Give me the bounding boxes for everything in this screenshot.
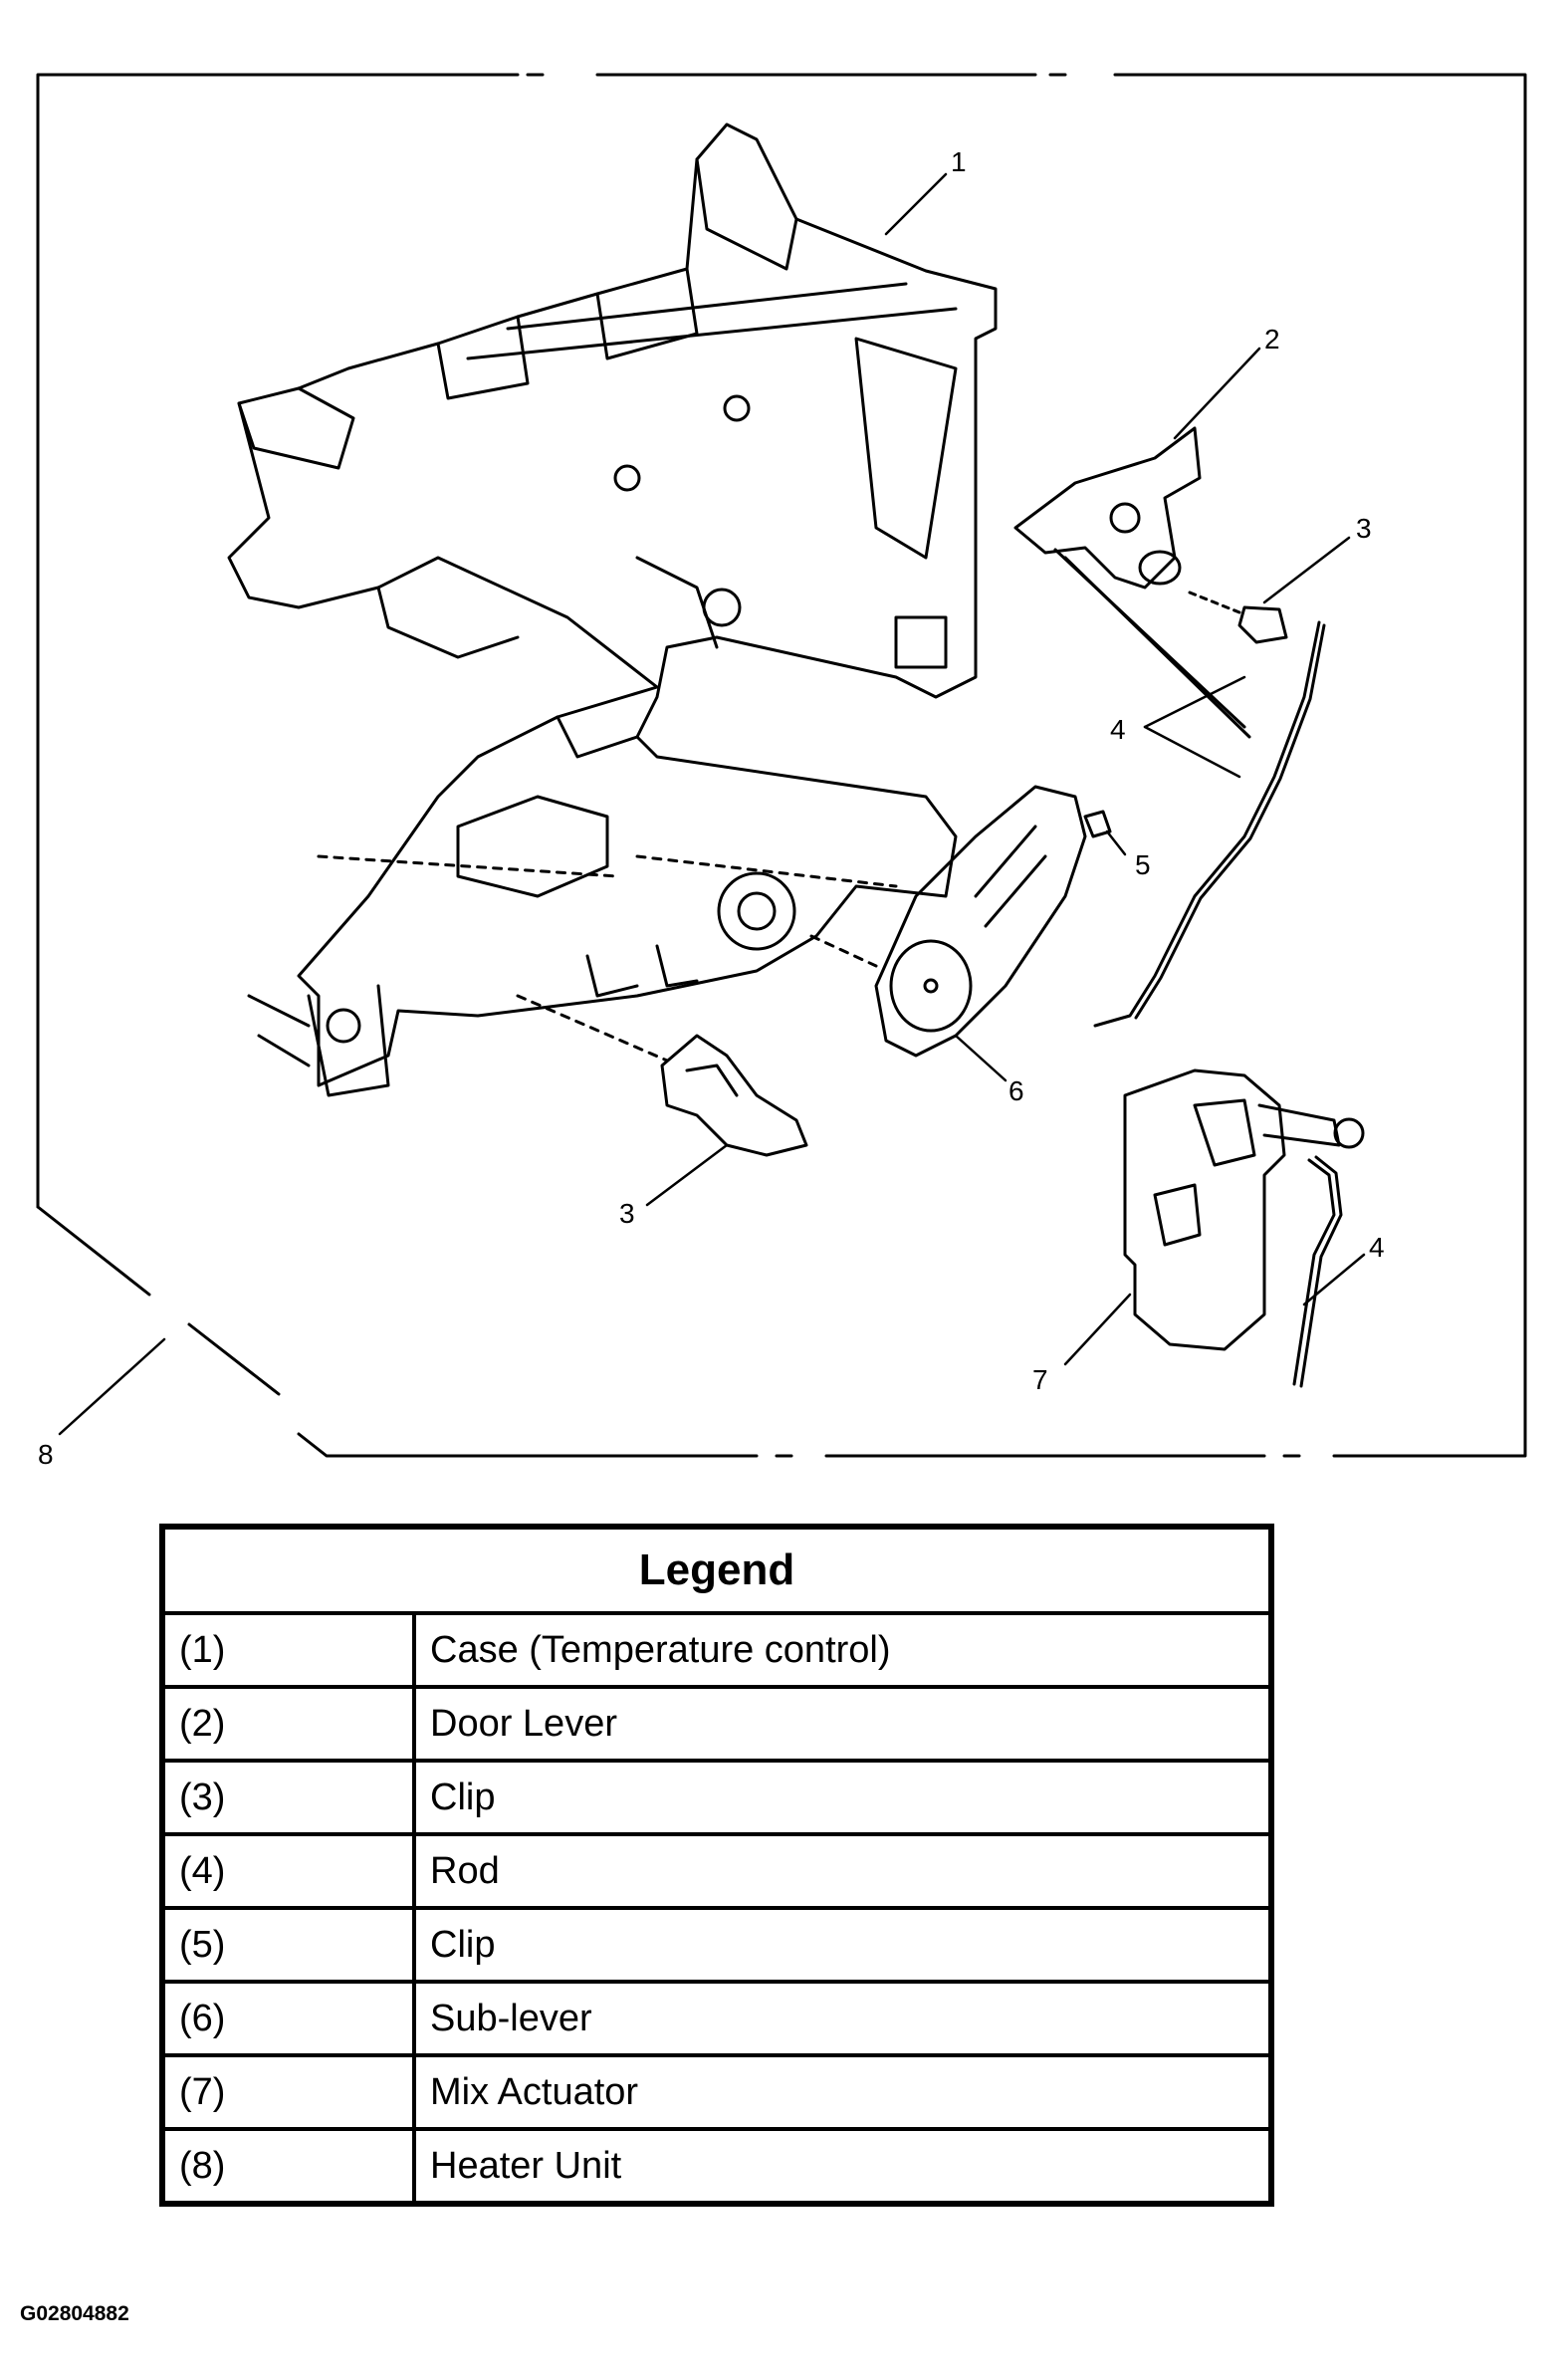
- rod-lower: [1292, 1155, 1343, 1388]
- clip-lower: [516, 994, 808, 1157]
- callout-7: 7: [1032, 1364, 1048, 1395]
- legend-row: (2) Door Lever: [160, 1685, 1273, 1763]
- callout-8: 8: [38, 1439, 54, 1470]
- legend-row: (5) Clip: [160, 1906, 1273, 1984]
- legend-number: (8): [160, 2127, 416, 2206]
- callout-4-upper: 4: [1110, 714, 1126, 745]
- legend-label: Clip: [412, 1906, 1273, 1984]
- case-temperature-control: [227, 122, 998, 1097]
- legend-label: Heater Unit: [412, 2127, 1273, 2206]
- legend-row: (7) Mix Actuator: [160, 2053, 1273, 2131]
- clip-upper: [1188, 591, 1288, 644]
- door-lever: [1013, 426, 1251, 739]
- callout-5: 5: [1135, 849, 1151, 880]
- legend-row: (8) Heater Unit: [160, 2127, 1273, 2206]
- callout-labels: 1 2 3 3 4 4 5 6 7 8: [38, 146, 1385, 1470]
- legend-label: Case (Temperature control): [412, 1611, 1273, 1689]
- callout-4-lower: 4: [1369, 1232, 1385, 1263]
- legend-header-row: Legend: [160, 1525, 1273, 1615]
- legend-label: Door Lever: [412, 1685, 1273, 1763]
- callout-3-lower: 3: [619, 1198, 635, 1229]
- exploded-view-drawing: 1 2 3 3 4 4 5 6 7 8: [36, 73, 1527, 1470]
- legend-number: (7): [160, 2053, 416, 2131]
- heater-unit-boundary: [36, 73, 1527, 1458]
- legend-row: (1) Case (Temperature control): [160, 1611, 1273, 1689]
- clip-5: [1083, 810, 1112, 838]
- rod-upper: [1093, 620, 1326, 1028]
- callout-1: 1: [951, 146, 967, 177]
- figure-id: G02804882: [20, 2302, 129, 2325]
- legend-label: Mix Actuator: [412, 2053, 1273, 2131]
- legend-number: (5): [160, 1906, 416, 1984]
- legend-label: Sub-lever: [412, 1980, 1273, 2057]
- callout-3-upper: 3: [1356, 513, 1372, 544]
- legend-label: Clip: [412, 1759, 1273, 1836]
- legend-label: Rod: [412, 1832, 1273, 1910]
- legend-row: (4) Rod: [160, 1832, 1273, 1910]
- callout-2: 2: [1264, 324, 1280, 355]
- legend-row: (6) Sub-lever: [160, 1980, 1273, 2057]
- legend-table: Legend (1) Case (Temperature control) (2…: [159, 1524, 1274, 2207]
- legend-row: (3) Clip: [160, 1759, 1273, 1836]
- legend-number: (4): [160, 1832, 416, 1910]
- legend-number: (6): [160, 1980, 416, 2057]
- legend-title: Legend: [160, 1525, 1273, 1615]
- leader-lines: [58, 172, 1366, 1436]
- callout-6: 6: [1008, 1075, 1024, 1106]
- mix-actuator: [1123, 1068, 1365, 1351]
- sub-lever: [809, 785, 1087, 1058]
- legend-number: (3): [160, 1759, 416, 1836]
- legend-number: (2): [160, 1685, 416, 1763]
- legend-number: (1): [160, 1611, 416, 1689]
